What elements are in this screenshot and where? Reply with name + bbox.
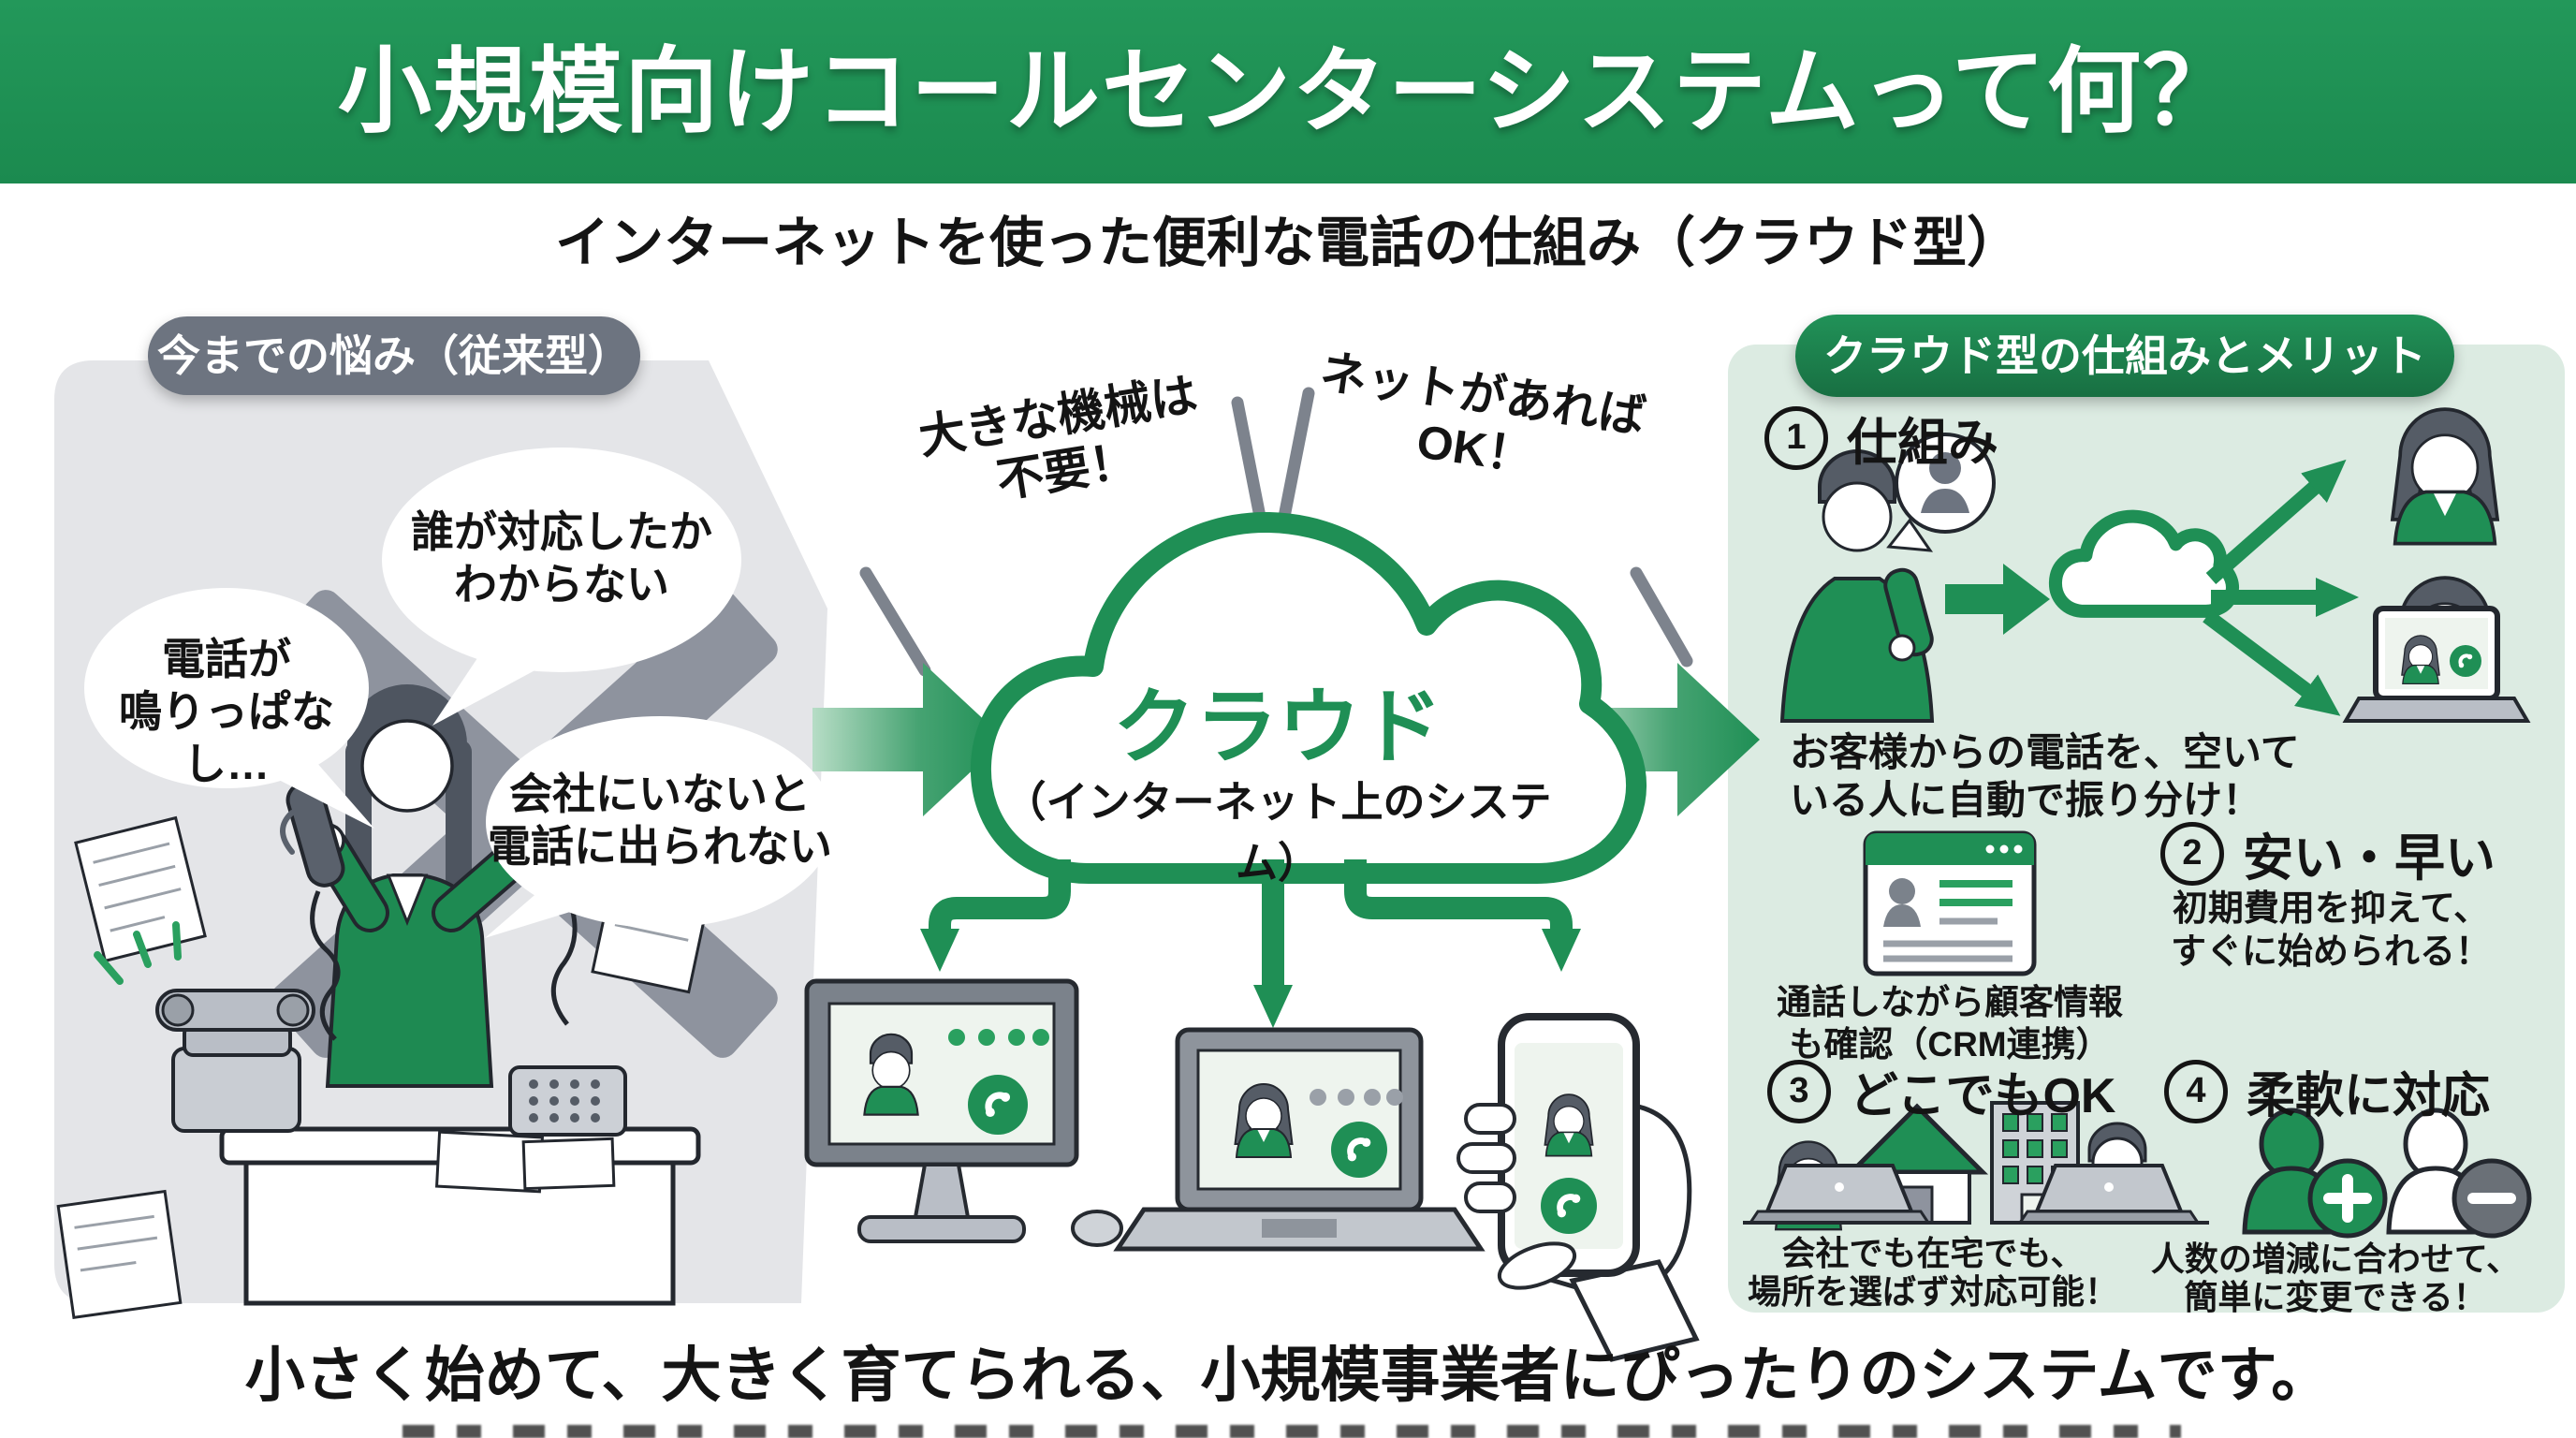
- small-cloud-icon: [2056, 517, 2232, 611]
- crm-browser-icon: [1863, 830, 2037, 976]
- mouse-icon: [1071, 1210, 1123, 1247]
- desk-paper-icon: [434, 1130, 616, 1194]
- rotary-phone-icon: [94, 921, 315, 1133]
- merit2-title: 安い・早い: [2243, 830, 2496, 887]
- merit1-diagram: [1779, 407, 2531, 723]
- bubble-not-in-office: 会社にいないと 電話に出られない: [488, 770, 832, 872]
- keypad-phone-icon: [508, 1065, 627, 1137]
- merit2-caption: 初期費用を抑えて、 すぐに始められる！: [2170, 889, 2491, 973]
- merit3-caption: 会社でも在宅でも、 場所を選ばず対応可能！: [1747, 1234, 2118, 1312]
- cloud-label: クラウド: [1112, 681, 1442, 773]
- bubble-phone-ringing: 電話が 鳴りっぱなし…: [119, 635, 334, 789]
- caller-icon: [1779, 449, 1935, 723]
- merit1-number: 1: [1764, 405, 1828, 470]
- merit4-number: 4: [2164, 1059, 2228, 1123]
- subtitle: インターネットを使った便利な電話の仕組み（クラウド型）: [554, 213, 2021, 273]
- merit4-illustration: [2242, 1108, 2532, 1239]
- page-title: 小規模向けコールセンターシステムって何？: [0, 0, 2576, 183]
- emphasis-slash-icon: [859, 387, 1693, 677]
- add-person-icon: [2242, 1108, 2388, 1239]
- agent-avatar: [2391, 407, 2499, 546]
- merit3-heading: 3 どこでもOK: [1767, 1056, 2115, 1126]
- merit4-caption: 人数の増減に合わせて、 簡単に変更できる！: [2150, 1240, 2521, 1317]
- arrow-out-of-cloud: [1567, 663, 1760, 816]
- cloud-sublabel: （インターネット上のシステム）: [1003, 778, 1552, 887]
- merit2-number: 2: [2160, 821, 2224, 886]
- crm-caption: 通話しながら顧客情報 も確認（CRM連携）: [1777, 983, 2123, 1064]
- merit4-title: 柔軟に対応: [2247, 1069, 2491, 1123]
- busy-woman-illustration: [280, 684, 637, 1088]
- merit3-illustration: [1743, 1101, 2209, 1231]
- laptop-icon: [1113, 1027, 1486, 1252]
- merit1-title: 仕組み: [1847, 415, 1998, 471]
- ring-sparkle-icon: [94, 921, 182, 985]
- merit2-heading: 2 安い・早い: [2160, 816, 2496, 890]
- merit3-title: どこでもOK: [1850, 1069, 2116, 1123]
- arrow-icon: [1945, 564, 2050, 635]
- desktop-monitor-icon: [804, 978, 1123, 1247]
- speech-bubbles: [84, 448, 834, 938]
- remove-person-icon: [2386, 1108, 2532, 1239]
- cutoff-text-strip: [402, 1425, 2181, 1438]
- distribution-arrows: [2203, 459, 2359, 716]
- merit1-heading: 1 仕組み: [1764, 401, 1998, 475]
- green-handset-icon: [1883, 567, 1934, 657]
- customer-speech-bubble-icon: [1886, 433, 1996, 552]
- legacy-header-pill: 今までの悩み（従来型）: [148, 316, 640, 395]
- arrow-into-cloud: [812, 663, 1005, 816]
- worker-laptop-icon: [2017, 1164, 2201, 1225]
- merits-header-pill: クラウド型の仕組みとメリット: [1795, 315, 2454, 397]
- arrows-cloud-to-devices: [920, 859, 1581, 1028]
- merit4-heading: 4 柔軟に対応: [2164, 1056, 2490, 1126]
- bubble-who-answered: 誰が対応したか わからない: [411, 507, 712, 609]
- merit1-caption: お客様からの電話を、空いて いる人に自動で振り分け！: [1790, 730, 2300, 823]
- agent-laptop-icon: [2342, 606, 2531, 723]
- smartphone-in-hand-icon: [1456, 1013, 1700, 1362]
- footer-tagline: 小さく始めて、大きく育てられる、小規模事業者にぴったりのシステムです。: [244, 1342, 2332, 1409]
- merit3-number: 3: [1767, 1059, 1831, 1123]
